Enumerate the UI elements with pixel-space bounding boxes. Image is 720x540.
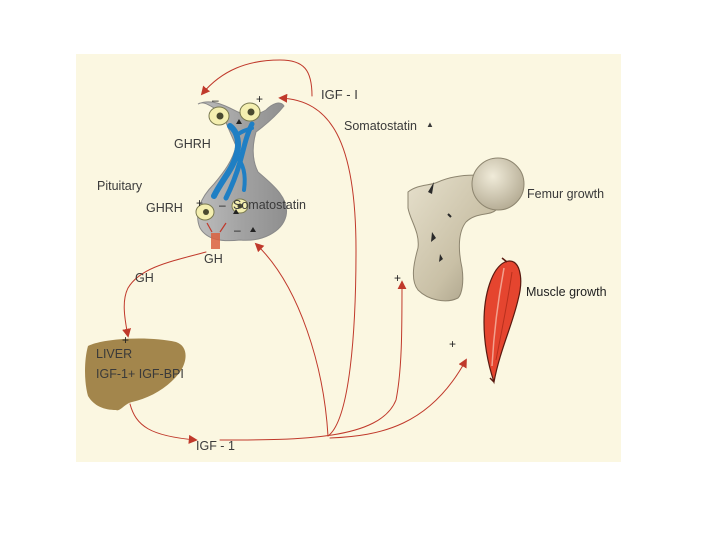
top-minus-sign: – bbox=[212, 93, 219, 107]
somatostatin-inner-label: Somatostatin bbox=[233, 198, 306, 212]
liver-plus-sign: + bbox=[122, 333, 130, 347]
arrow-liver-to-igf1 bbox=[129, 403, 198, 444]
igf1-bottom-label: IGF - 1 bbox=[196, 439, 235, 453]
diagram-background bbox=[76, 54, 621, 462]
muscle-icon bbox=[483, 257, 522, 385]
ghrh-inner-label: GHRH bbox=[146, 201, 183, 215]
regulation-arrows bbox=[122, 59, 467, 444]
arrow-igf1-negative-feedback-top bbox=[200, 59, 313, 97]
pituitary-label: Pituitary bbox=[97, 179, 143, 193]
muscle-plus-sign: + bbox=[449, 337, 457, 351]
top-plus-sign: + bbox=[256, 92, 264, 106]
gh-release-label: GH bbox=[204, 252, 223, 266]
bone-plus-sign: + bbox=[394, 271, 402, 285]
liver-label: LIVER bbox=[96, 347, 133, 361]
muscle-growth-label: Muscle growth bbox=[526, 285, 607, 299]
somatostatin-right-label: Somatostatin bbox=[344, 119, 417, 133]
gh-left-label: GH bbox=[135, 271, 154, 285]
somatostatin-arrow-icon: ▲ bbox=[426, 120, 434, 129]
arrow-igf1-to-bone bbox=[219, 280, 407, 441]
portal-vessels-icon bbox=[211, 121, 255, 201]
inner-minus-sign-b: – bbox=[234, 223, 241, 237]
inner-minus-sign-a: – bbox=[219, 198, 226, 212]
ghrh-top-label: GHRH bbox=[174, 137, 211, 151]
igf1-top-label: IGF - I bbox=[321, 87, 358, 102]
arrow-igf1-to-hypothalamus bbox=[278, 93, 357, 437]
femur-bone-icon bbox=[407, 157, 525, 302]
arrow-gh-to-liver bbox=[122, 251, 207, 338]
neuron-cells-icon bbox=[195, 102, 261, 232]
arrow-igf1-to-muscle bbox=[329, 358, 467, 439]
inner-plus-sign: + bbox=[196, 196, 204, 210]
arrow-igf1-to-pituitary bbox=[254, 242, 329, 437]
femur-growth-label: Femur growth bbox=[527, 187, 605, 201]
liver-icon bbox=[85, 338, 186, 411]
gh-release-stalk bbox=[206, 222, 227, 249]
igf-bp-label: IGF-1+ IGF-BPI bbox=[96, 367, 184, 381]
